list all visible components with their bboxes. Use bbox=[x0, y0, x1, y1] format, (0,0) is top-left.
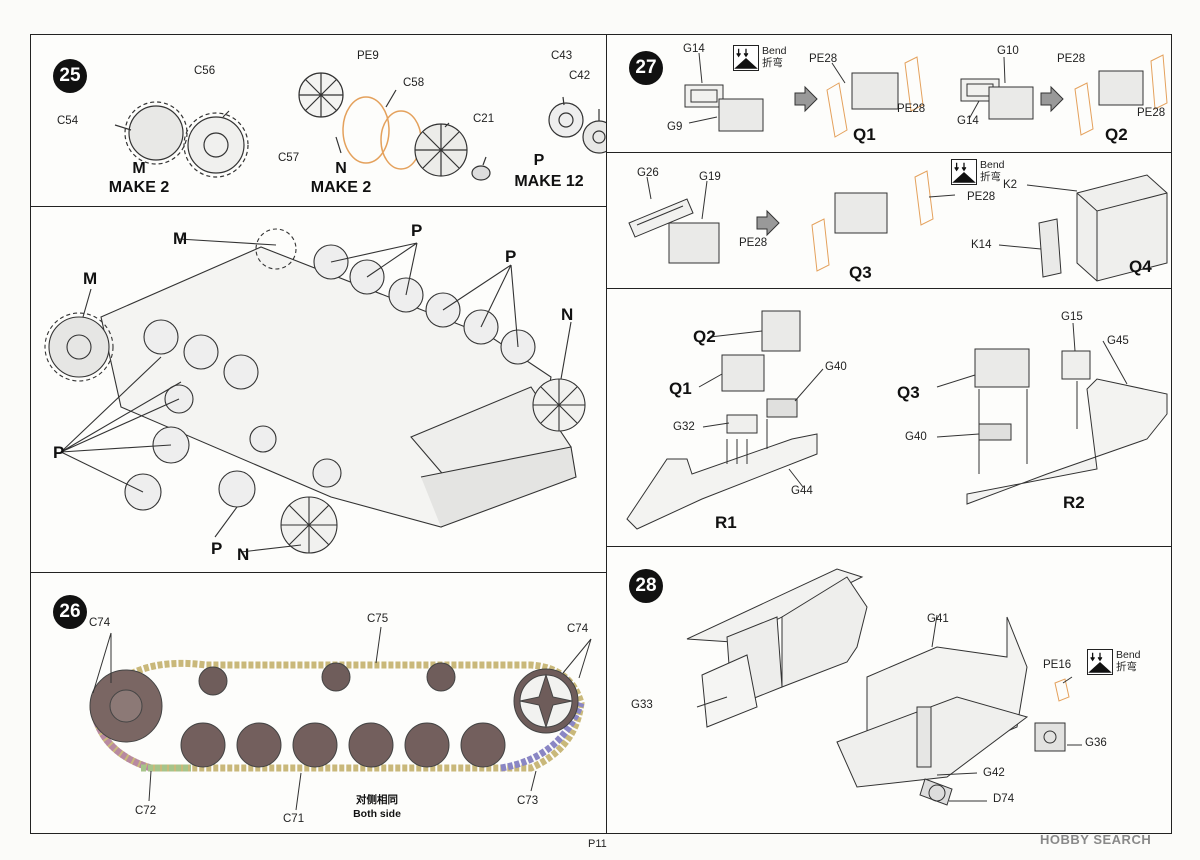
r-label-q1: Q1 bbox=[669, 379, 692, 398]
hull-label-p-right: P bbox=[505, 247, 517, 266]
bend-icon bbox=[1087, 649, 1113, 675]
label-c71: C71 bbox=[283, 813, 305, 825]
label-g40-a: G40 bbox=[825, 361, 847, 373]
label-g33: G33 bbox=[631, 699, 653, 711]
label-c74-left: C74 bbox=[89, 617, 111, 629]
hull-label-p-top: P bbox=[411, 221, 423, 240]
label-g40-b: G40 bbox=[905, 431, 927, 443]
label-g15: G15 bbox=[1061, 311, 1083, 323]
step-27-r1-r2-panel: Q2 Q1 G40 G32 G44 G15 G45 Q3 G40 R1 R2 bbox=[606, 288, 1172, 548]
hull-label-m-left: M bbox=[83, 269, 98, 288]
label-g14-b: G14 bbox=[957, 115, 979, 127]
note-chinese: 对侧相同 bbox=[356, 794, 398, 806]
r-label-q2: Q2 bbox=[693, 327, 716, 346]
step-26-track-art bbox=[89, 626, 592, 811]
label-g36: G36 bbox=[1085, 737, 1107, 749]
hull-label-p-left: P bbox=[53, 443, 65, 462]
label-c43: C43 bbox=[551, 50, 573, 62]
bend-cn: 折弯 bbox=[980, 171, 1001, 183]
label-g44: G44 bbox=[791, 485, 813, 497]
label-g10: G10 bbox=[997, 45, 1019, 57]
label-pe28-e: PE28 bbox=[739, 237, 768, 249]
label-pe28-a: PE28 bbox=[809, 53, 838, 65]
watermark-brand: HOBBY SEARCH bbox=[1040, 832, 1152, 847]
step-25-parts-art bbox=[114, 72, 607, 181]
step-26-panel: 26 C74 C75 C74 C72 C71 C73 对侧相同 Both sid… bbox=[30, 572, 608, 834]
q3-q4-parts-art bbox=[628, 170, 1168, 282]
label-c72: C72 bbox=[135, 805, 157, 817]
label-pe28-c: PE28 bbox=[1057, 53, 1086, 65]
hull-label-m-top: M bbox=[173, 229, 188, 248]
bend-en: Bend bbox=[980, 159, 1005, 171]
label-pe28-b: PE28 bbox=[897, 103, 926, 115]
label-c74-right: C74 bbox=[567, 623, 589, 635]
group-m-make: MAKE 2 bbox=[108, 179, 170, 196]
label-g41: G41 bbox=[927, 613, 949, 625]
step-number-28: 28 bbox=[629, 569, 663, 603]
bend-en: Bend bbox=[762, 45, 787, 57]
r-label-q3: Q3 bbox=[897, 383, 920, 402]
hull-label-p-bottom: P bbox=[211, 539, 223, 558]
sub-q1: Q1 bbox=[853, 125, 876, 144]
sub-r1: R1 bbox=[715, 513, 737, 532]
group-m-letter: M bbox=[132, 160, 146, 177]
r1-r2-parts-art bbox=[626, 310, 1168, 530]
group-p-letter: P bbox=[533, 152, 545, 169]
group-n-make: MAKE 2 bbox=[310, 179, 372, 196]
label-pe28-d: PE28 bbox=[1137, 107, 1166, 119]
hull-label-n-bottom: N bbox=[237, 545, 250, 564]
label-pe16: PE16 bbox=[1043, 659, 1072, 671]
bend-icon bbox=[733, 45, 759, 71]
label-c42: C42 bbox=[569, 70, 591, 82]
label-g14-a: G14 bbox=[683, 43, 705, 55]
label-k2: K2 bbox=[1003, 179, 1018, 191]
hull-label-n-right: N bbox=[561, 305, 574, 324]
sub-q2: Q2 bbox=[1105, 125, 1128, 144]
label-g32: G32 bbox=[673, 421, 695, 433]
label-pe9: PE9 bbox=[357, 50, 379, 62]
step-28-parts-art bbox=[686, 568, 1082, 806]
step-number-26: 26 bbox=[53, 595, 87, 629]
step-number-25: 25 bbox=[53, 59, 87, 93]
hull-running-gear-panel: M M P P P P N N bbox=[30, 206, 608, 574]
label-c57: C57 bbox=[278, 152, 300, 164]
step-27-q1-q2-panel: 27 G14 G9 PE28 PE28 G10 G14 PE28 PE28 Q1… bbox=[606, 34, 1172, 154]
label-d74: D74 bbox=[993, 793, 1015, 805]
sub-q3: Q3 bbox=[849, 263, 872, 282]
bend-cn: 折弯 bbox=[762, 57, 783, 69]
q1-q2-parts-art bbox=[684, 52, 1168, 138]
bend-en: Bend bbox=[1116, 649, 1141, 661]
label-c54: C54 bbox=[57, 115, 79, 127]
label-c73: C73 bbox=[517, 795, 539, 807]
label-k14: K14 bbox=[971, 239, 992, 251]
label-g45: G45 bbox=[1107, 335, 1129, 347]
step-25-panel: 25 C54 C56 PE9 C58 C57 C21 C43 C42 M MAK… bbox=[30, 34, 608, 208]
label-c21: C21 bbox=[473, 113, 495, 125]
sub-r2: R2 bbox=[1063, 493, 1085, 512]
bend-icon bbox=[951, 159, 977, 185]
step-number-27: 27 bbox=[629, 51, 663, 85]
label-g9: G9 bbox=[667, 121, 683, 133]
group-n-letter: N bbox=[335, 160, 347, 177]
hull-assembly-art bbox=[44, 228, 586, 554]
sub-q4: Q4 bbox=[1129, 257, 1152, 276]
label-g19: G19 bbox=[699, 171, 721, 183]
label-c56: C56 bbox=[194, 65, 216, 77]
note-both-side: Both side bbox=[353, 808, 401, 820]
label-g26: G26 bbox=[637, 167, 659, 179]
group-p-make: MAKE 12 bbox=[514, 173, 584, 190]
label-c58: C58 bbox=[403, 77, 425, 89]
label-c75: C75 bbox=[367, 613, 389, 625]
page-number: P11 bbox=[588, 838, 607, 850]
label-pe28-f: PE28 bbox=[967, 191, 996, 203]
bend-cn: 折弯 bbox=[1116, 661, 1137, 673]
label-g42: G42 bbox=[983, 767, 1005, 779]
